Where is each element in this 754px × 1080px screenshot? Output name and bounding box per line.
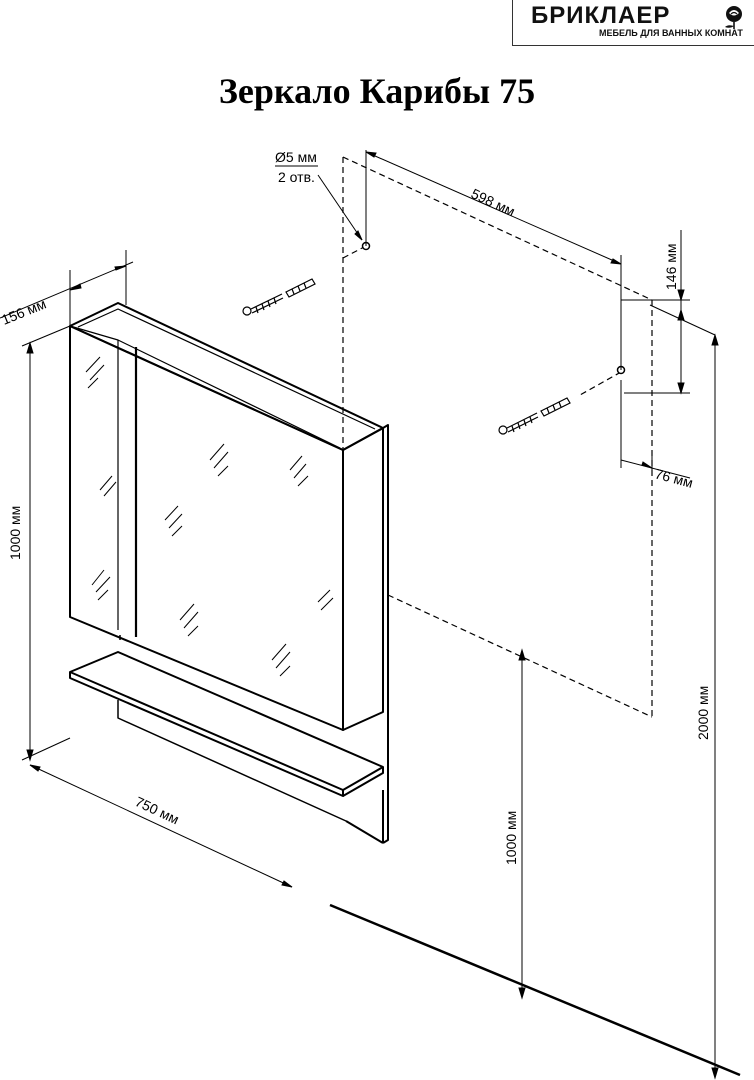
dim-146 bbox=[621, 230, 690, 395]
page-title: Зеркало Карибы 75 bbox=[218, 71, 536, 111]
dim-156 bbox=[0, 250, 134, 326]
dim-1000-height bbox=[21, 325, 71, 762]
label-height: 1000 мм bbox=[7, 506, 23, 560]
mirror-reflections bbox=[85, 356, 334, 677]
label-hole-side-offset: 76 мм bbox=[653, 465, 695, 490]
label-hole-diameter: Ø5 мм bbox=[275, 149, 317, 165]
label-hole-height-offset: 146 мм bbox=[663, 244, 679, 291]
dim-1000-mount bbox=[518, 648, 526, 1000]
label-mount-height: 1000 мм bbox=[503, 811, 519, 865]
dim-76 bbox=[620, 380, 691, 479]
label-total-height: 2000 мм bbox=[695, 686, 711, 740]
dowel-right bbox=[540, 397, 571, 417]
floor-line bbox=[329, 903, 741, 1077]
dim-598 bbox=[365, 150, 622, 370]
cabinet-side bbox=[342, 427, 384, 731]
back-panel bbox=[382, 424, 389, 844]
dowel-left bbox=[285, 278, 316, 298]
brand-tagline: МЕБЕЛЬ ДЛЯ ВАННЫХ КОМНАТ bbox=[599, 28, 743, 38]
dim-750 bbox=[29, 764, 293, 888]
label-hole-spacing: 598 мм bbox=[469, 185, 518, 219]
brand-logo: БРИКЛАЕР МЕБЕЛЬ ДЛЯ ВАННЫХ КОМНАТ bbox=[512, 0, 754, 46]
label-hole-count: 2 отв. bbox=[278, 169, 315, 185]
cabinet-front bbox=[69, 325, 344, 731]
dim-2000 bbox=[649, 304, 719, 1080]
shelf bbox=[69, 651, 384, 797]
hole-diameter-leader bbox=[275, 165, 363, 241]
rose-icon bbox=[725, 6, 742, 29]
screw-right bbox=[498, 412, 539, 435]
wall-outline bbox=[342, 156, 653, 718]
brand-name: БРИКЛАЕР bbox=[531, 2, 671, 29]
cabinet-top bbox=[69, 302, 384, 451]
screw-left bbox=[242, 293, 284, 316]
label-depth: 156 мм bbox=[0, 296, 48, 328]
label-width: 750 мм bbox=[133, 793, 182, 827]
